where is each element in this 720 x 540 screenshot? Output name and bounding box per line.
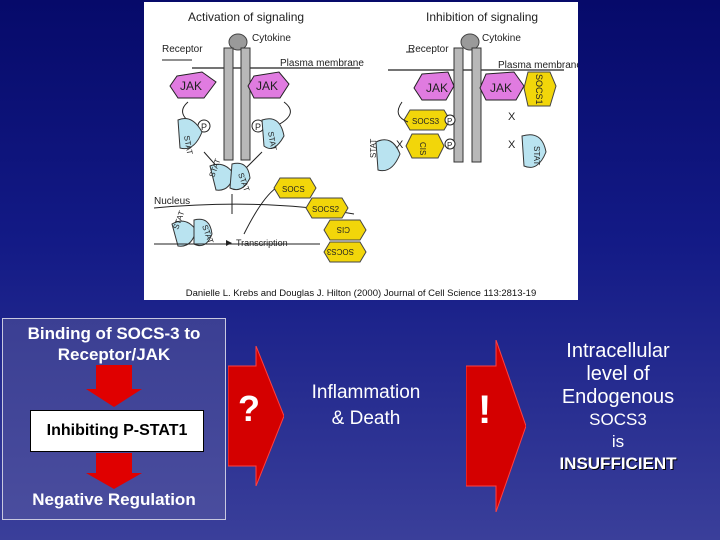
inflammation-death-text: Inflammation & Death	[286, 380, 446, 448]
x-mark-right-1: X	[396, 139, 404, 151]
inflammation-line-1: Inflammation	[311, 382, 421, 403]
receptor-label-right: Receptor	[408, 44, 449, 55]
receptor-chain-right-2	[471, 47, 482, 163]
cytokine-label-left: Cytokine	[252, 33, 291, 44]
conclusion-line-6: INSUFFICIENT	[559, 454, 677, 473]
jak-right-2	[479, 71, 525, 101]
signaling-diagram: Activation of signaling Inhibition of si…	[153, 10, 578, 299]
stat-label-right-2: STAT	[532, 146, 541, 165]
conclusion-line-1: Intracellular	[566, 340, 670, 362]
p-label-left-2: P	[255, 122, 261, 132]
stat-right-2	[521, 134, 547, 168]
stat-label-left-1: STAT	[182, 135, 194, 156]
cis-label-right: CIS	[418, 142, 427, 155]
question-mark: ?	[238, 388, 260, 429]
cytokine-label-right: Cytokine	[482, 33, 521, 44]
p-label-right-2: P	[447, 141, 452, 150]
stat-arrow-left-2	[243, 151, 263, 171]
negative-regulation-text: Negative Regulation	[32, 490, 196, 509]
mechanism-panel: Binding of SOCS-3 to Receptor/JAK Inhibi…	[2, 318, 226, 520]
expression-arrow	[243, 187, 277, 235]
binding-text: Binding of SOCS-3 to Receptor/JAK	[3, 323, 225, 365]
conclusion-line-5: is	[611, 432, 625, 451]
transcription-label: Transcription	[236, 238, 288, 248]
stat-label-left-2: STAT	[266, 131, 278, 152]
transcription-arrowhead	[226, 240, 232, 246]
membrane-label-left: Plasma membrane	[280, 58, 364, 69]
exclamation-mark: !	[478, 388, 492, 432]
receptor-chain-right-1	[453, 47, 464, 163]
stat-right-1	[375, 139, 401, 172]
phospho-p-right-1	[444, 114, 456, 126]
p-label-right-1: P	[447, 117, 452, 126]
right-title: Inhibition of signaling	[426, 10, 538, 24]
nuclear-stat-2	[193, 218, 213, 247]
cytokine-right	[460, 33, 480, 51]
socs1-label-right: SOCS1	[534, 74, 544, 105]
receptor-label-left: Receptor	[162, 44, 203, 55]
socs-product-4	[323, 241, 367, 263]
receptor-chain-left-2	[240, 47, 251, 161]
conclusion-text: Intracellular level of Endogenous SOCS3 …	[538, 340, 698, 475]
jak-label-left-1: JAK	[180, 79, 202, 93]
right-arrow-exclamation	[466, 340, 526, 512]
conclusion-line-4: SOCS3	[589, 410, 647, 429]
receptor-chain-left-1	[223, 47, 234, 161]
stat-dimer-2	[229, 162, 251, 191]
jak-label-left-2: JAK	[256, 79, 278, 93]
cis-right	[405, 133, 445, 159]
conclusion-line-2: level of	[586, 363, 650, 385]
down-arrow-1	[86, 365, 142, 407]
nucleus-label: Nucleus	[154, 196, 190, 207]
stat-left-2	[261, 118, 285, 149]
x-mark-right-2: X	[508, 111, 516, 123]
socs1-right	[523, 71, 557, 107]
jak-left-2	[247, 71, 290, 99]
jak-label-right-2: JAK	[490, 81, 512, 95]
binding-line-2: Receptor/JAK	[57, 345, 171, 364]
phospho-p-right-2	[444, 138, 456, 150]
figure-caption: Danielle L. Krebs and Douglas J. Hilton …	[186, 288, 536, 299]
blocked-arrow-right-1	[397, 101, 409, 123]
right-arrow-question	[228, 346, 284, 486]
socs-product-label-3: CIS	[337, 225, 350, 234]
jak-right-1	[413, 71, 455, 101]
socs-product-1	[273, 177, 317, 199]
socs-product-label-1: SOCS	[282, 185, 305, 194]
socs3-label-right: SOCS3	[412, 117, 440, 126]
socs-product-2	[305, 197, 349, 219]
binding-line-1: Binding of SOCS-3 to	[27, 324, 201, 343]
socs-product-label-2: SOCS2	[312, 205, 340, 214]
inhibiting-pstat1-box: Inhibiting P-STAT1	[30, 410, 204, 452]
conclusion-line-3: Endogenous	[561, 386, 675, 408]
cytokine-left	[228, 33, 248, 51]
stat-label-right-1: STAT	[369, 139, 378, 158]
p-label-left-1: P	[201, 122, 207, 132]
left-title: Activation of signaling	[188, 10, 304, 24]
stat-left-1	[177, 118, 203, 150]
down-arrow-2	[86, 453, 142, 489]
socs-product-label-4: SOCS3	[326, 247, 354, 256]
signaling-figure: Activation of signaling Inhibition of si…	[144, 2, 578, 300]
membrane-label-right: Plasma membrane	[498, 60, 578, 71]
inflammation-line-2: & Death	[331, 408, 401, 429]
x-mark-right-3: X	[508, 139, 516, 151]
socs-product-3	[323, 219, 367, 241]
jak-left-1	[169, 71, 217, 99]
jak-label-right-1: JAK	[426, 81, 448, 95]
